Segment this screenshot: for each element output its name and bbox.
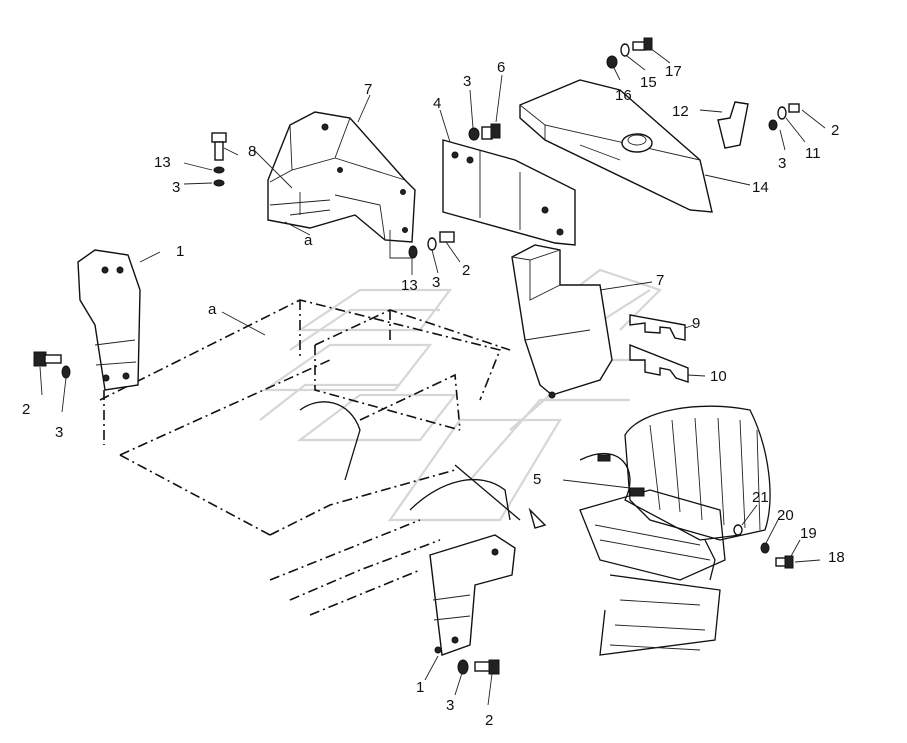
shim-10 <box>629 343 689 383</box>
bolt-6 <box>468 123 501 141</box>
label-17: 17 <box>665 63 682 80</box>
cover-14 <box>519 79 713 213</box>
bracket-7-upper <box>267 111 416 243</box>
label-18: 18 <box>828 549 845 566</box>
label-2a: 2 <box>22 401 30 418</box>
label-14: 14 <box>752 179 769 196</box>
part-labels: 1 2 3 1 3 2 a a 8 13 3 7 4 3 6 13 3 2 16… <box>22 59 845 729</box>
label-6: 6 <box>497 59 505 76</box>
bolt-18-stack <box>733 524 794 569</box>
bolt-2-bottom <box>457 659 500 675</box>
label-11: 11 <box>805 145 821 162</box>
label-12: 12 <box>672 103 689 120</box>
label-5: 5 <box>533 471 541 488</box>
bracket-12 <box>717 101 749 149</box>
label-7b: 7 <box>656 272 664 289</box>
bolt-2-left <box>33 351 71 379</box>
label-19: 19 <box>800 525 817 542</box>
bracket-1-left <box>77 249 141 391</box>
label-3f: 3 <box>778 155 786 172</box>
label-21: 21 <box>752 489 769 506</box>
label-16: 16 <box>615 87 632 104</box>
bolt-17-stack <box>606 37 653 69</box>
label-1a: 1 <box>176 243 184 260</box>
label-3a: 3 <box>55 424 63 441</box>
label-1b: 1 <box>416 679 424 696</box>
shim-9 <box>629 314 686 341</box>
label-13b: 13 <box>401 277 418 294</box>
label-2d: 2 <box>831 122 839 139</box>
label-15: 15 <box>640 74 657 91</box>
bolt-11-stack <box>768 103 800 131</box>
bolt-2-upper <box>408 231 455 259</box>
label-3c: 3 <box>172 179 180 196</box>
label-10: 10 <box>710 368 727 385</box>
leader-lines <box>39 47 826 706</box>
frame-outline <box>99 299 547 616</box>
seat-icon <box>579 405 771 656</box>
label-2b: 2 <box>485 712 493 729</box>
label-2c: 2 <box>462 262 470 279</box>
label-20: 20 <box>777 507 794 524</box>
label-3d: 3 <box>463 73 471 90</box>
plate-4 <box>442 139 576 246</box>
label-4: 4 <box>433 95 441 112</box>
label-8: 8 <box>248 143 256 160</box>
label-3e: 3 <box>432 274 440 291</box>
bolt-8 <box>211 132 227 187</box>
label-3b: 3 <box>446 697 454 714</box>
label-9: 9 <box>692 315 700 332</box>
bracket-7-lower <box>511 244 613 399</box>
label-13a: 13 <box>154 154 171 171</box>
label-7a: 7 <box>364 81 372 98</box>
label-ab: a <box>208 301 217 318</box>
bracket-1-bottom <box>429 534 516 656</box>
label-aa: a <box>304 232 313 249</box>
